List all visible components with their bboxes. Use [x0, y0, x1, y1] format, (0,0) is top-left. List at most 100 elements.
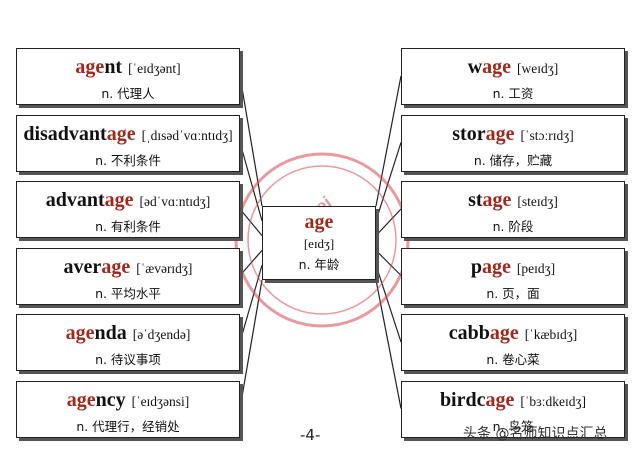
connector-line: [239, 142, 263, 221]
word-card-left: average [ˈævərɪdʒ] n. 平均水平: [16, 247, 240, 305]
word-line: average [ˈævərɪdʒ]: [17, 256, 239, 279]
word-root: age: [66, 388, 96, 411]
word-prefix: w: [467, 56, 483, 78]
word-line: advantage [ədˈvɑːntɪdʒ]: [17, 189, 239, 212]
word-card-left: disadvantage [ˌdɪsədˈvɑːntɪdʒ] n. 不利条件: [16, 114, 240, 172]
word-root: age: [104, 189, 134, 211]
word-meaning: n. 储存，贮藏: [473, 152, 553, 168]
connector-line: [239, 265, 263, 343]
connector-line: [375, 142, 402, 221]
word-card-right: wage [weɪdʒ] n. 工资: [401, 48, 625, 105]
word-root: age: [101, 255, 131, 278]
word: birdcage: [440, 389, 514, 411]
word-line: wage [weɪdʒ]: [402, 56, 624, 79]
word-card-right: page [peɪdʒ] n. 页，面: [401, 247, 625, 305]
word: disadvantage: [23, 123, 135, 145]
word-root: age: [482, 189, 512, 211]
word-card-right: birdcage [ˈbɜːdkeɪdʒ] n. 鸟笼: [401, 380, 625, 438]
word-ipa: [əˈdʒendə]: [132, 327, 191, 342]
connector-line: [375, 265, 402, 343]
word: agent: [75, 56, 122, 78]
word-line: birdcage [ˈbɜːdkeɪdʒ]: [402, 389, 624, 412]
word-meaning: n. 不利条件: [95, 152, 161, 168]
word-prefix: stor: [452, 122, 486, 145]
word-meaning: n. 工资: [492, 86, 534, 101]
word-line: storage [ˈstɔːrɪdʒ]: [402, 123, 624, 146]
connector-line: [239, 279, 263, 409]
word-card-right: stage[steɪdʒ]n. 阶段: [401, 181, 625, 238]
word-card-left: agent [ˈeɪdʒənt] n. 代理人: [16, 48, 240, 105]
word-line: agenda [əˈdʒendə]: [17, 322, 239, 345]
word-suffix: nda: [94, 322, 127, 344]
word-suffix: ncy: [95, 388, 126, 411]
word: wage: [468, 56, 511, 78]
word: advantage: [46, 189, 134, 211]
root-word-card: age [eɪdʒ] n. 年龄: [262, 206, 376, 280]
word-line: agency [ˈeɪdʒənsi]: [17, 389, 239, 412]
word-prefix: aver: [63, 255, 102, 278]
word-root: age: [65, 322, 95, 344]
connector-line: [239, 75, 263, 207]
word-meaning: n. 页，面: [486, 285, 540, 301]
word-line: agent [ˈeɪdʒənt]: [17, 56, 239, 79]
word: agenda: [66, 322, 127, 344]
word-root: age: [106, 122, 136, 145]
word-meaning: n. 代理行，经销处: [76, 418, 180, 434]
connector-line: [239, 250, 263, 276]
word-ipa: [weɪdʒ]: [517, 61, 559, 76]
word-ipa: [ˈkæbɪdʒ]: [524, 327, 578, 342]
connector-line: [375, 75, 402, 207]
connector-line: [375, 249, 402, 276]
word-prefix: birdc: [439, 388, 486, 411]
root-word-ipa: [eɪdʒ]: [303, 236, 335, 251]
word-ipa: [ədˈvɑːntɪdʒ]: [139, 194, 211, 209]
word-ipa: [ˈeɪdʒənt]: [128, 61, 181, 76]
word-ipa: [ˌdɪsədˈvɑːntɪdʒ]: [141, 127, 233, 143]
word-prefix: cabb: [448, 322, 490, 344]
word-ipa: [ˈeɪdʒənsi]: [131, 393, 190, 409]
root-word: age: [304, 211, 334, 233]
footer-credit: 头条 @名师知识点汇总: [463, 426, 608, 442]
word-line: disadvantage [ˌdɪsədˈvɑːntɪdʒ]: [17, 123, 239, 146]
connector-line: [375, 279, 402, 409]
word: agency: [67, 389, 126, 411]
word-ipa: [steɪdʒ]: [517, 194, 558, 209]
word-meaning: n. 有利条件: [95, 219, 161, 234]
word-meaning: n. 卷心菜: [486, 352, 540, 367]
word-root: age: [482, 255, 511, 278]
word-card-right: storage [ˈstɔːrɪdʒ] n. 储存，贮藏: [401, 114, 625, 172]
page-number: -4-: [300, 426, 321, 444]
root-word-meaning: n. 年龄: [298, 257, 340, 272]
word-prefix: p: [470, 255, 482, 278]
word-prefix: advant: [45, 189, 105, 211]
word-meaning: n. 平均水平: [95, 285, 161, 301]
word: stage: [468, 189, 511, 211]
word-prefix: st: [468, 189, 483, 211]
word-root: age: [485, 388, 515, 411]
word: page: [471, 256, 511, 278]
word-suffix: nt: [104, 56, 123, 78]
word-card-left: agency [ˈeɪdʒənsi] n. 代理行，经销处: [16, 380, 240, 438]
word-card-left: advantage [ədˈvɑːntɪdʒ] n. 有利条件: [16, 181, 240, 238]
word-meaning: n. 代理人: [101, 86, 155, 101]
word-root: age: [482, 56, 512, 78]
word: average: [64, 256, 131, 278]
word: storage: [452, 123, 514, 145]
word-ipa: [ˈstɔːrɪdʒ]: [520, 127, 574, 143]
word: cabbage: [449, 322, 519, 344]
word-ipa: [ˈbɜːdkeɪdʒ]: [520, 393, 587, 409]
word-line: stage [steɪdʒ]: [402, 189, 624, 212]
word-prefix: disadvant: [23, 122, 107, 145]
word-card-right: cabbage [ˈkæbɪdʒ] n. 卷心菜: [401, 314, 625, 371]
connector-line: [239, 208, 263, 236]
word-card-left: agenda [əˈdʒendə] n. 待议事项: [16, 314, 240, 371]
word-root: age: [485, 122, 515, 145]
word-meaning: n. 鸟笼: [492, 418, 534, 434]
word-line: cabbage [ˈkæbɪdʒ]: [402, 322, 624, 345]
word-root: age: [489, 322, 519, 344]
connector-line: [375, 208, 402, 237]
word-root: age: [75, 56, 105, 78]
word-ipa: [peɪdʒ]: [516, 260, 556, 276]
word-ipa: [ˈævərɪdʒ]: [136, 260, 193, 276]
word-meaning: n. 待议事项: [95, 352, 161, 367]
